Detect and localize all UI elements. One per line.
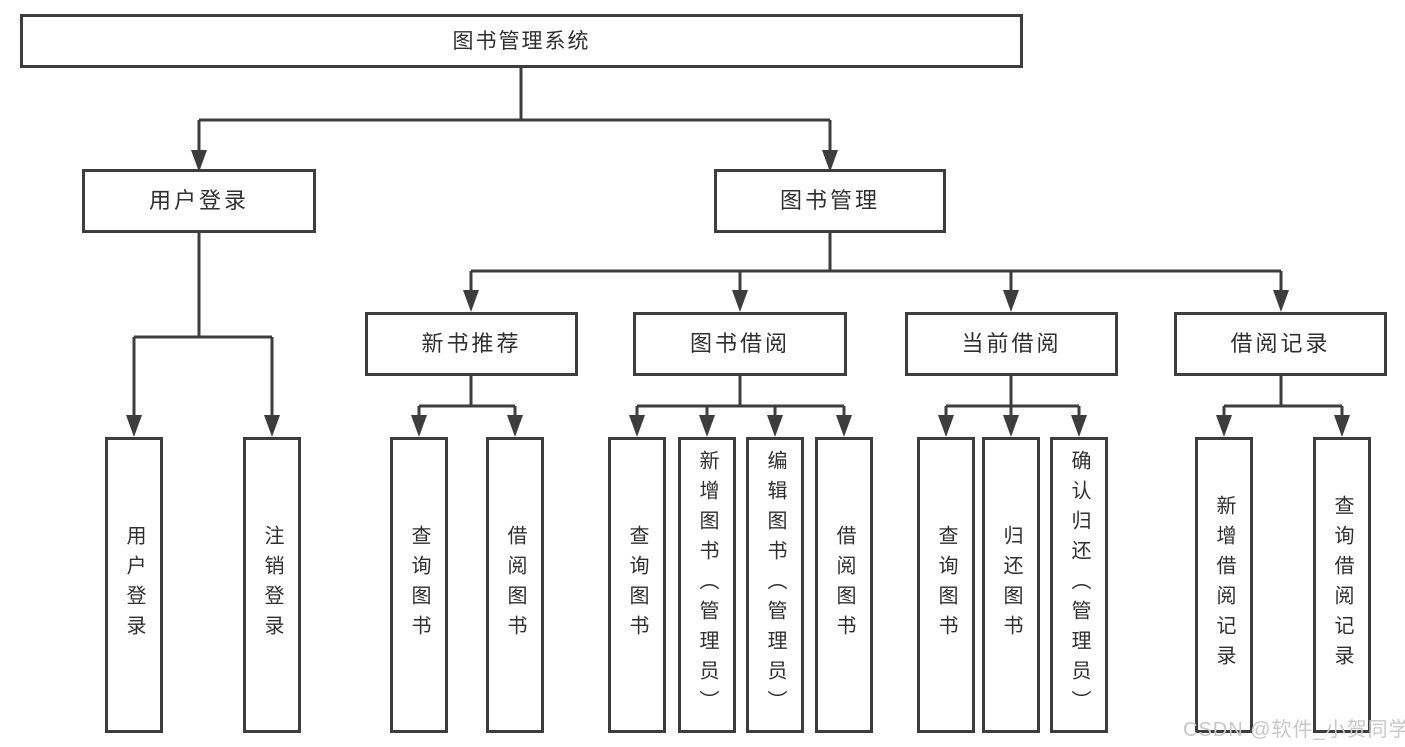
leaf-borrow-query-book-label: 查询图书 [626,525,648,645]
node-root: 图书管理系统 [20,14,1023,68]
node-book-borrowing-label: 图书借阅 [689,331,790,356]
leaf-current-query-book: 查询图书 [917,437,975,733]
node-borrowing-records-label: 借阅记录 [1230,331,1331,356]
node-user-login-label: 用户登录 [148,188,249,213]
leaf-borrow-add-book-admin: 新增图书（管理员） [678,437,736,733]
node-new-book-recommend-label: 新书推荐 [421,331,522,356]
leaf-recommend-borrow-book: 借阅图书 [486,437,544,733]
node-book-management-label: 图书管理 [779,188,880,213]
leaf-logout-label: 注销登录 [261,525,283,645]
csdn-watermark: CSDN @软件_小贺同学 [1183,719,1405,741]
leaf-current-query-book-label: 查询图书 [935,525,957,645]
leaf-current-return-book: 归还图书 [982,437,1040,733]
leaf-borrow-add-book-admin-label: 新增图书（管理员） [696,450,718,720]
leaf-record-add-record-label: 新增借阅记录 [1213,495,1235,675]
leaf-current-return-book-label: 归还图书 [1000,525,1022,645]
leaf-recommend-query-book: 查询图书 [390,437,448,733]
leaf-borrow-borrow-book-label: 借阅图书 [833,525,855,645]
leaf-logout: 注销登录 [243,437,301,733]
leaf-current-confirm-return-admin: 确认归还（管理员） [1050,437,1108,733]
leaf-borrow-edit-book-admin-label: 编辑图书（管理员） [764,450,786,720]
leaf-recommend-borrow-book-label: 借阅图书 [504,525,526,645]
leaf-record-query-record-label: 查询借阅记录 [1331,495,1353,675]
node-book-borrowing: 图书借阅 [633,312,847,376]
leaf-recommend-query-book-label: 查询图书 [408,525,430,645]
leaf-current-confirm-return-admin-label: 确认归还（管理员） [1068,450,1090,720]
leaf-record-add-record: 新增借阅记录 [1195,437,1253,733]
node-root-label: 图书管理系统 [452,29,591,53]
node-user-login: 用户登录 [82,169,316,233]
node-new-book-recommend: 新书推荐 [365,312,578,376]
tree-edges [132,68,1344,419]
node-book-management: 图书管理 [714,169,946,233]
leaf-record-query-record: 查询借阅记录 [1313,437,1371,733]
node-current-borrowing-label: 当前借阅 [961,331,1062,356]
leaf-user-login-label: 用户登录 [123,525,145,645]
arrowheads [126,150,1350,437]
leaf-borrow-query-book: 查询图书 [608,437,666,733]
leaf-borrow-edit-book-admin: 编辑图书（管理员） [746,437,804,733]
leaf-user-login: 用户登录 [105,437,163,733]
node-current-borrowing: 当前借阅 [905,312,1118,376]
leaf-borrow-borrow-book: 借阅图书 [815,437,873,733]
node-borrowing-records: 借阅记录 [1174,312,1387,376]
